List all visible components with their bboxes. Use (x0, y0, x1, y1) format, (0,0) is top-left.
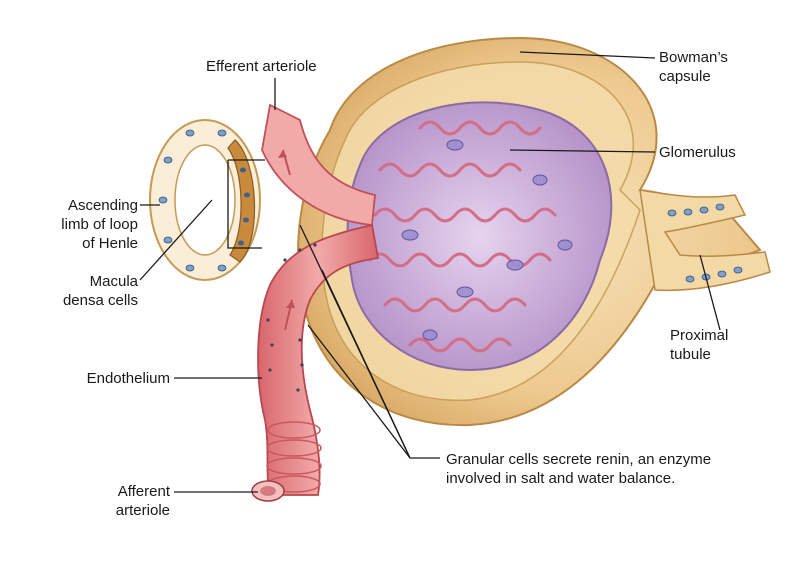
bowmans-capsule-line-1: Bowman’s (659, 49, 728, 66)
label-efferent-arteriole: Efferent arteriole (206, 57, 317, 76)
label-granular-cells: Granular cells secrete renin, an enzyme … (446, 450, 711, 488)
proximal-tubule-line-2: tubule (670, 346, 711, 363)
ascending-limb-line-1: Ascending (67, 197, 138, 214)
afferent-arteriole-shape (251, 223, 380, 502)
label-macula-densa: Macula densa cells (30, 272, 138, 310)
ascending-limb-line-2: limb of loop (61, 216, 138, 233)
afferent-arteriole-line-2: arteriole (115, 502, 170, 519)
granular-cells-line-1: Granular cells secrete renin, an enzyme (446, 451, 712, 468)
bowmans-capsule-line-2: capsule (659, 68, 711, 85)
label-proximal-tubule: Proximal tubule (670, 326, 728, 364)
glomerulus-shape (346, 101, 613, 372)
label-endothelium: Endothelium (40, 369, 170, 388)
proximal-tubule-line-1: Proximal (670, 327, 729, 344)
proximal-tubule-shape (639, 189, 771, 292)
afferent-arteriole-line-1: Afferent (117, 483, 170, 500)
efferent-arteriole-text: Efferent arteriole (206, 58, 317, 75)
glomerulus-text: Glomerulus (659, 144, 736, 161)
granular-cells-line-2: involved in salt and water balance. (446, 470, 676, 487)
endothelium-text: Endothelium (86, 370, 170, 387)
label-glomerulus: Glomerulus (659, 143, 736, 162)
macula-densa-line-2: densa cells (62, 292, 138, 309)
label-ascending-limb: Ascending limb of loop of Henle (30, 196, 138, 253)
ascending-limb-line-3: of Henle (82, 235, 138, 252)
macula-densa-line-1: Macula (89, 273, 138, 290)
leader-lines (139, 51, 721, 493)
ascending-limb-shape (149, 119, 261, 281)
label-bowmans-capsule: Bowman’s capsule (659, 48, 728, 86)
label-afferent-arteriole: Afferent arteriole (70, 482, 170, 520)
